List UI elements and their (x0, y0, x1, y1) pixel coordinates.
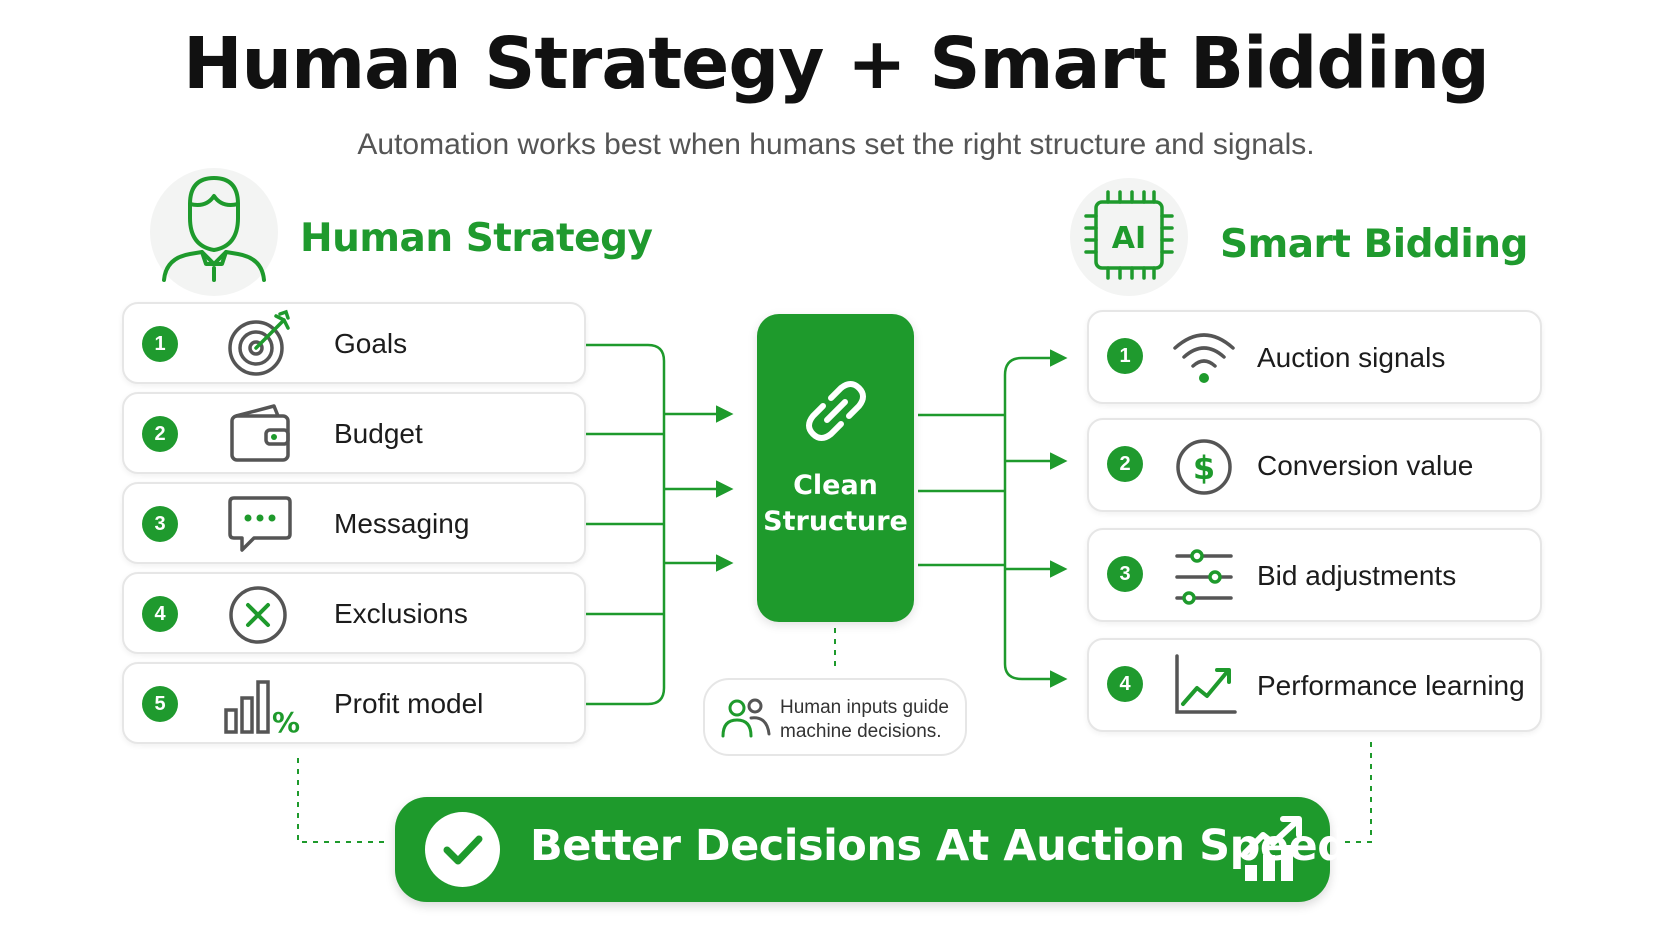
center-line-1: Clean (793, 470, 878, 501)
growth-chart-icon (1242, 816, 1302, 881)
smart-bidding-heading: Smart Bidding (1220, 222, 1528, 267)
svg-text:$: $ (1193, 449, 1215, 487)
number-badge: 3 (1107, 556, 1143, 592)
strategy-label: Exclusions (334, 598, 468, 629)
strategy-card-budget: 2 Budget (122, 392, 586, 474)
sliders-icon (1175, 549, 1233, 605)
strategy-card-exclusions: 4 Exclusions (122, 572, 586, 654)
clean-structure-label: Clean Structure (757, 468, 914, 540)
clean-structure-box: Clean Structure (757, 314, 914, 622)
svg-text:%: % (272, 706, 300, 739)
person-icon (150, 168, 278, 296)
check-circle-icon (425, 812, 500, 887)
bidding-card-auction-signals: 1 Auction signals (1087, 310, 1542, 404)
summary-banner: Better Decisions At Auction Speed (395, 797, 1348, 902)
chat-bubble-icon (228, 496, 292, 552)
x-circle-icon (229, 586, 287, 644)
strategy-label: Messaging (334, 508, 470, 539)
strategy-label: Budget (334, 418, 423, 449)
number-badge: 2 (142, 416, 178, 452)
number-badge: 1 (1107, 338, 1143, 374)
bar-percent-icon: % (224, 680, 300, 739)
number-badge: 4 (142, 596, 178, 632)
page-subtitle: Automation works best when humans set th… (357, 128, 1315, 161)
bidding-label: Performance learning (1257, 670, 1525, 701)
number-badge: 1 (142, 326, 178, 362)
note-line-1: Human inputs guide (780, 697, 949, 718)
banner-text: Better Decisions At Auction Speed (530, 821, 1348, 871)
bidding-card-bid-adjustments: 3 Bid adjustments (1087, 528, 1542, 622)
trend-chart-icon (1175, 654, 1237, 714)
note-line-2: machine decisions. (780, 721, 942, 742)
bidding-card-performance-learning: 4 Performance learning (1087, 638, 1542, 732)
number-badge: 2 (1107, 446, 1143, 482)
bidding-label: Conversion value (1257, 450, 1474, 481)
page-title: Human Strategy + Smart Bidding (183, 22, 1490, 105)
wifi-signal-icon (1173, 333, 1235, 383)
link-icon (806, 381, 866, 441)
ai-chip-label: AI (1112, 221, 1146, 256)
number-badge: 4 (1107, 666, 1143, 702)
strategy-label: Goals (334, 328, 408, 359)
bidding-label: Bid adjustments (1257, 560, 1457, 591)
strategy-card-goals: 1 Goals (122, 302, 586, 384)
strategy-label: Profit model (334, 688, 484, 719)
human-strategy-heading: Human Strategy (300, 216, 653, 261)
bidding-card-conversion-value: 2 $ Conversion value (1087, 418, 1542, 512)
bidding-label: Auction signals (1257, 342, 1446, 373)
strategy-card-profit-model: 5 % Profit model (122, 662, 586, 744)
note-pill: Human inputs guide machine decisions. (703, 678, 967, 756)
number-badge: 3 (142, 506, 178, 542)
number-badge: 5 (142, 686, 178, 722)
dollar-circle-icon: $ (1176, 439, 1232, 495)
target-icon (228, 309, 290, 376)
ai-chip-icon: AI (1070, 178, 1188, 296)
center-line-2: Structure (763, 506, 908, 537)
strategy-card-messaging: 3 Messaging (122, 482, 586, 564)
note-text: Human inputs guide machine decisions. (780, 696, 949, 744)
wallet-icon (230, 404, 290, 462)
people-icon (721, 698, 771, 738)
